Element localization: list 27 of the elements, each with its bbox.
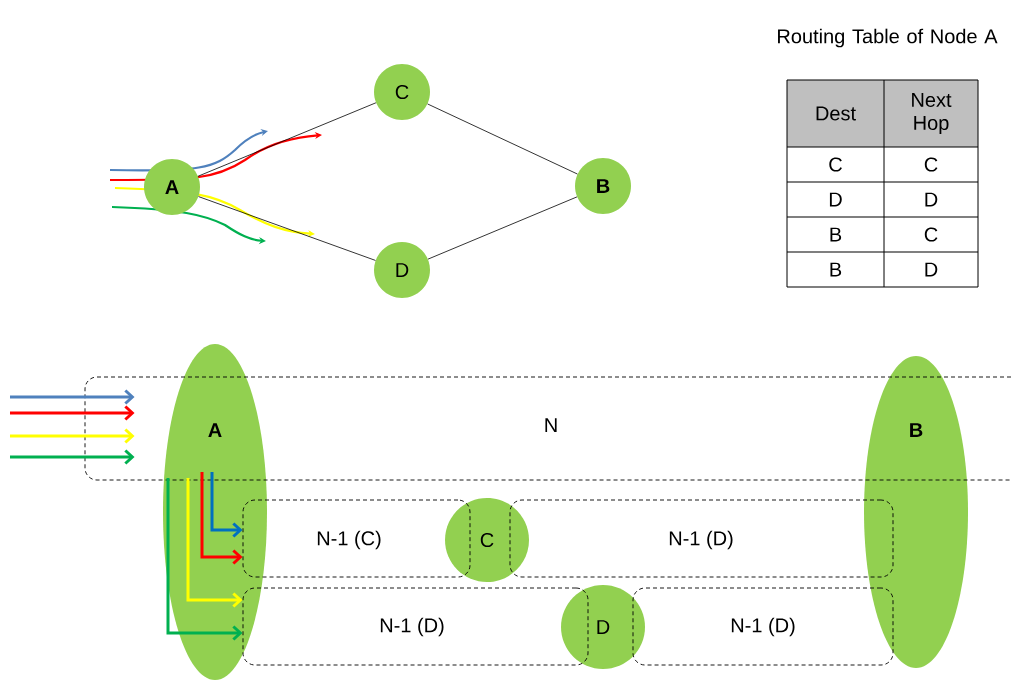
table-cell: C <box>829 157 842 172</box>
dashed-box: N-1 (D) <box>509 499 894 578</box>
table-cell: C <box>924 227 938 242</box>
table-title: Routing Table of Node A <box>778 28 998 48</box>
connector-line <box>427 103 578 175</box>
connector-line <box>198 196 376 261</box>
dashed-box: N-1 (D) <box>242 587 589 666</box>
connector-line <box>197 102 377 177</box>
table-cell: B <box>830 262 842 277</box>
table-cell: B <box>830 227 842 242</box>
arrow <box>200 472 243 565</box>
table-cell: D <box>925 262 938 277</box>
table-cell: Next Hop <box>912 93 952 134</box>
connector-line <box>427 196 578 260</box>
arrow <box>166 478 243 641</box>
dashed-box: N-1 (C) <box>242 499 471 578</box>
dashed-box: N-1 (D) <box>632 587 894 666</box>
arrow <box>10 405 135 421</box>
arrow <box>210 472 243 538</box>
arrow <box>10 428 135 444</box>
table-cell: D <box>925 192 938 207</box>
arrow <box>10 389 135 405</box>
table-cell: C <box>924 157 938 172</box>
table-cell: D <box>829 192 842 207</box>
arrow <box>186 478 243 608</box>
arrow <box>10 449 135 465</box>
table-cell: Dest <box>816 106 856 121</box>
